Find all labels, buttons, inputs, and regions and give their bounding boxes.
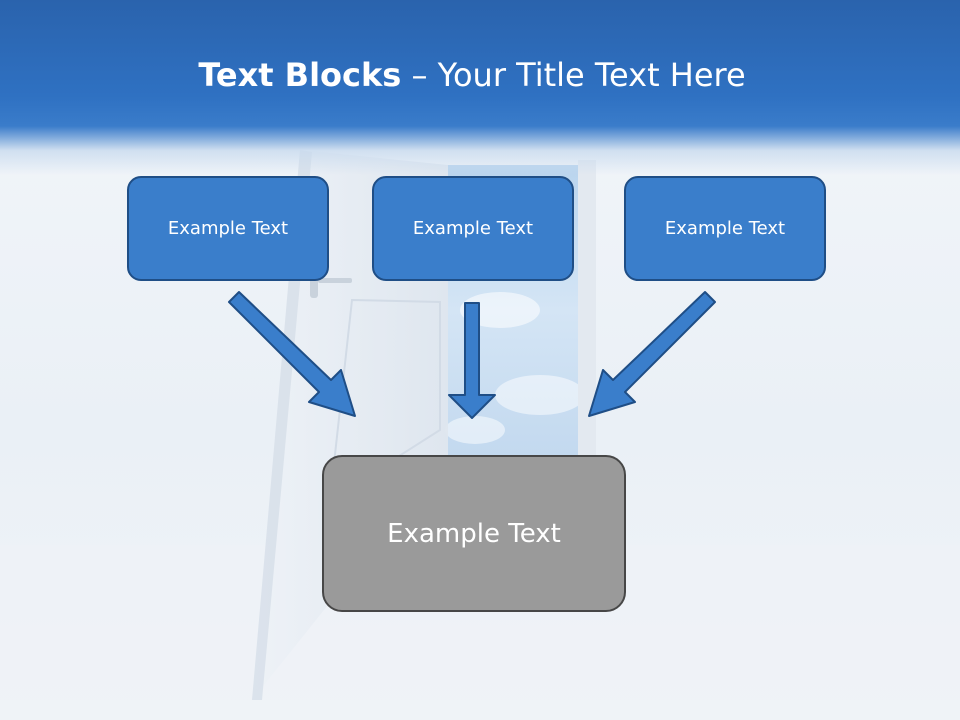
title-subtitle-part: Your Title Text Here	[437, 56, 746, 94]
page-title: Text Blocks – Your Title Text Here	[0, 52, 944, 98]
text-block-left-label: Example Text	[167, 218, 289, 239]
arrow-left-diagonal	[228, 291, 356, 417]
title-bold-part: Text Blocks	[198, 56, 402, 94]
text-block-center-label: Example Text	[412, 218, 534, 239]
text-block-right-label: Example Text	[664, 218, 786, 239]
text-block-center[interactable]: Example Text	[372, 176, 574, 281]
arrow-center-down	[448, 302, 496, 419]
result-text-block-label: Example Text	[387, 518, 561, 549]
title-separator: –	[401, 56, 438, 94]
arrow-right-diagonal	[588, 291, 716, 417]
title-band	[0, 0, 960, 175]
text-block-right[interactable]: Example Text	[624, 176, 826, 281]
text-block-left[interactable]: Example Text	[127, 176, 329, 281]
result-text-block[interactable]: Example Text	[322, 455, 626, 612]
